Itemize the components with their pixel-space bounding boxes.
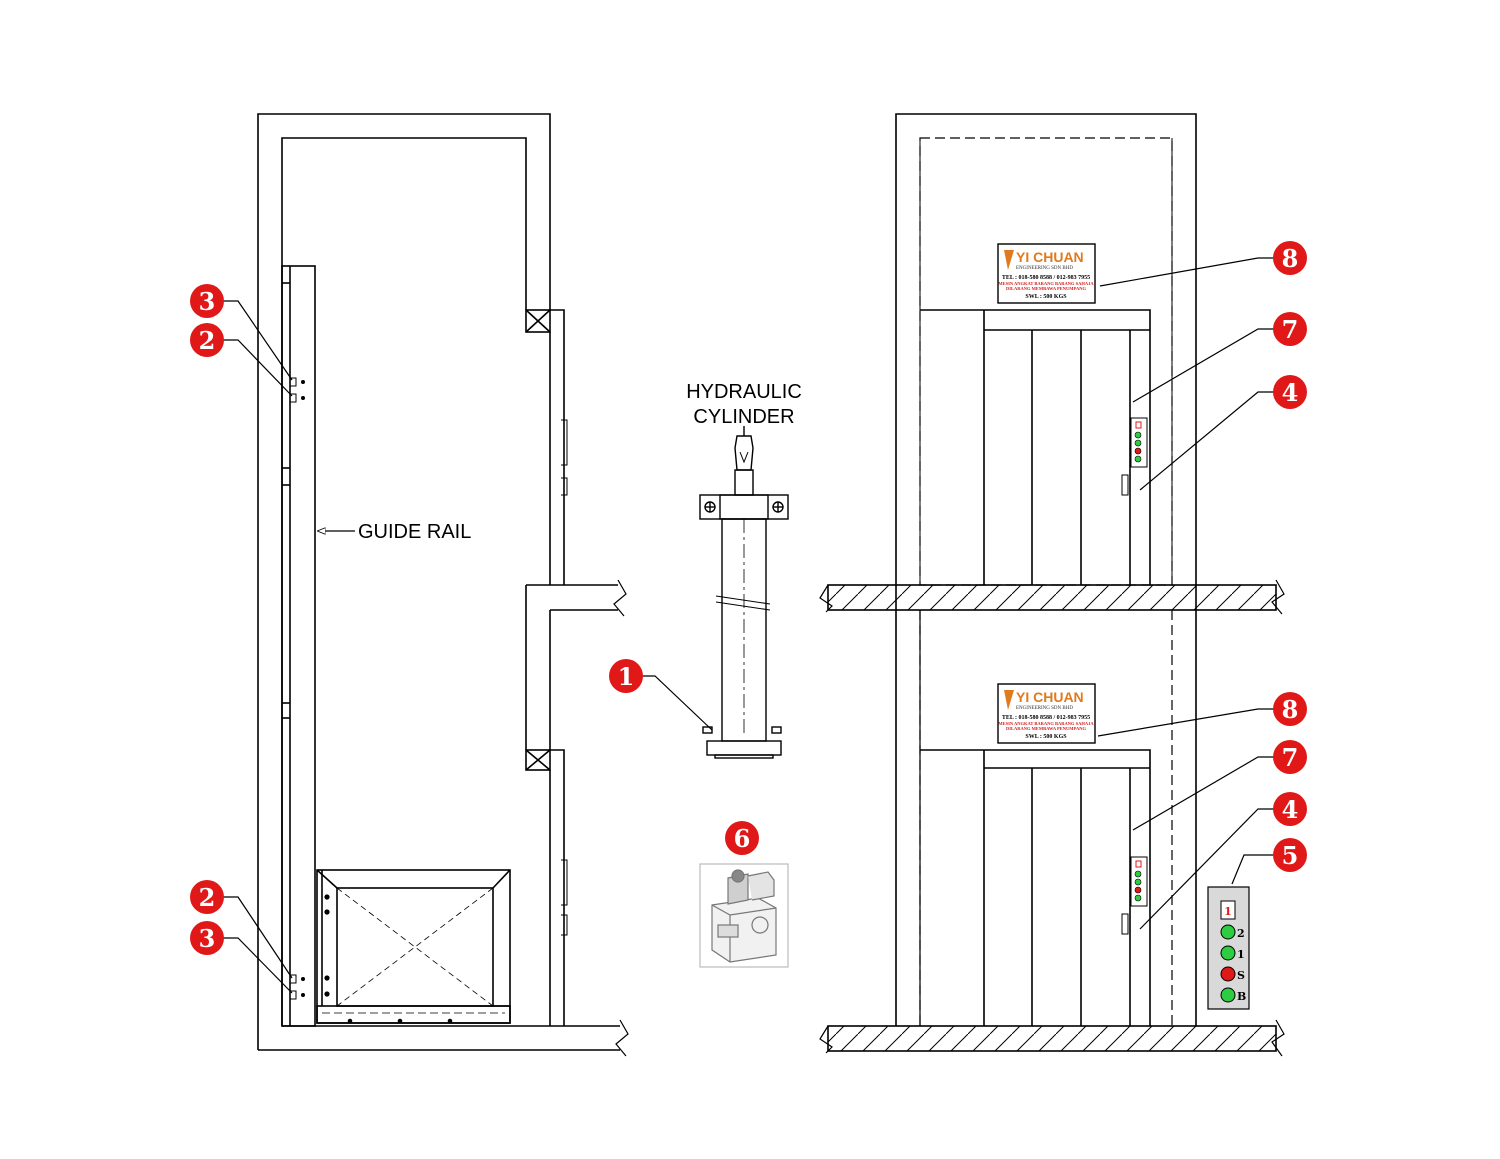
- svg-text:5: 5: [1282, 841, 1299, 870]
- svg-text:DILARANG MEMBAWA PENUMPANG: DILARANG MEMBAWA PENUMPANG: [1006, 726, 1086, 731]
- svg-text:ENGINEERING SDN BHD: ENGINEERING SDN BHD: [1016, 706, 1073, 711]
- upper-call-panel: [1121, 417, 1148, 496]
- svg-text:SWL : 500 KGS: SWL : 500 KGS: [1025, 294, 1067, 300]
- svg-text:4: 4: [1282, 795, 1299, 824]
- button-label-2: 2: [1237, 927, 1245, 940]
- upper-landing-door: [920, 309, 1151, 585]
- svg-text:2: 2: [199, 326, 216, 355]
- marker-6: 6: [725, 821, 759, 855]
- svg-text:2: 2: [199, 883, 216, 912]
- hydraulic-cylinder: [699, 426, 789, 759]
- svg-text:MESIN ANGKAT BARANG BARANG SAH: MESIN ANGKAT BARANG BARANG SAHAJA: [998, 281, 1094, 286]
- svg-text:7: 7: [1282, 743, 1299, 772]
- marker-2-bottom: 2: [190, 880, 224, 914]
- svg-text:8: 8: [1282, 695, 1299, 724]
- button-label-b: B: [1237, 990, 1246, 1003]
- guide-rail-label: GUIDE RAIL: [358, 521, 471, 543]
- svg-text:YI CHUAN: YI CHUAN: [1016, 249, 1084, 265]
- name-plate-lower: YI CHUAN ENGINEERING SDN BHD TEL : 018-5…: [997, 683, 1096, 744]
- marker-7-upper: 7: [1273, 312, 1307, 346]
- svg-text:MESIN ANGKAT BARANG BARANG SAH: MESIN ANGKAT BARANG BARANG SAHAJA: [998, 721, 1094, 726]
- svg-text:TEL : 018-580 8588 / 012-983 7: TEL : 018-580 8588 / 012-983 7955: [1002, 275, 1090, 281]
- marker-1: 1: [609, 659, 643, 693]
- svg-text:3: 3: [199, 287, 216, 316]
- svg-text:7: 7: [1282, 315, 1299, 344]
- ground-slab-elev: [827, 1025, 1277, 1052]
- marker-4-lower: 4: [1273, 792, 1307, 826]
- svg-text:8: 8: [1282, 244, 1299, 273]
- marker-3-top: 3: [190, 284, 224, 318]
- solenoid-valve-image: [699, 863, 789, 968]
- svg-text:YI CHUAN: YI CHUAN: [1016, 689, 1084, 705]
- hydraulic-label-line1: HYDRAULIC: [686, 381, 802, 403]
- marker-2-top: 2: [190, 323, 224, 357]
- marker-3-bottom: 3: [190, 921, 224, 955]
- svg-text:DILARANG MEMBAWA PENUMPANG: DILARANG MEMBAWA PENUMPANG: [1006, 286, 1086, 291]
- pit-floor: [258, 1025, 620, 1051]
- marker-7-lower: 7: [1273, 740, 1307, 774]
- section-markers: [221, 300, 293, 994]
- shaft-wall: [257, 113, 551, 1050]
- svg-text:1: 1: [618, 662, 635, 691]
- marker-4-upper: 4: [1273, 375, 1307, 409]
- svg-text:SWL : 500 KGS: SWL : 500 KGS: [1025, 734, 1067, 740]
- marker-8-upper: 8: [1273, 241, 1307, 275]
- lower-landing-door: [920, 749, 1151, 1026]
- svg-text:ENGINEERING SDN BHD: ENGINEERING SDN BHD: [1016, 266, 1073, 271]
- svg-text:4: 4: [1282, 378, 1299, 407]
- guide-rail: [281, 265, 316, 1027]
- section-view: [257, 113, 629, 1057]
- name-plate-upper: YI CHUAN ENGINEERING SDN BHD TEL : 018-5…: [997, 243, 1096, 304]
- svg-text:TEL : 018-580 8588 / 012-983 7: TEL : 018-580 8588 / 012-983 7955: [1002, 715, 1090, 721]
- upper-floor-slab: [525, 584, 618, 750]
- marker-8-lower: 8: [1273, 692, 1307, 726]
- button-label-1: 1: [1237, 948, 1245, 961]
- elevation-view: [819, 113, 1285, 1057]
- button-label-s: S: [1237, 969, 1245, 982]
- upper-floor-slab-elev: [827, 584, 1277, 611]
- marker-5: 5: [1273, 838, 1307, 872]
- lower-call-panel: [1121, 856, 1148, 935]
- hydraulic-label-line2: CYLINDER: [693, 406, 794, 428]
- svg-text:3: 3: [199, 924, 216, 953]
- floor-indicator: 1: [1224, 905, 1232, 918]
- floor-control-panel: 1 2 1 S B: [1207, 886, 1250, 1010]
- svg-text:6: 6: [734, 824, 751, 853]
- lift-car: [316, 869, 511, 1024]
- elevation-leaders: [1097, 257, 1276, 930]
